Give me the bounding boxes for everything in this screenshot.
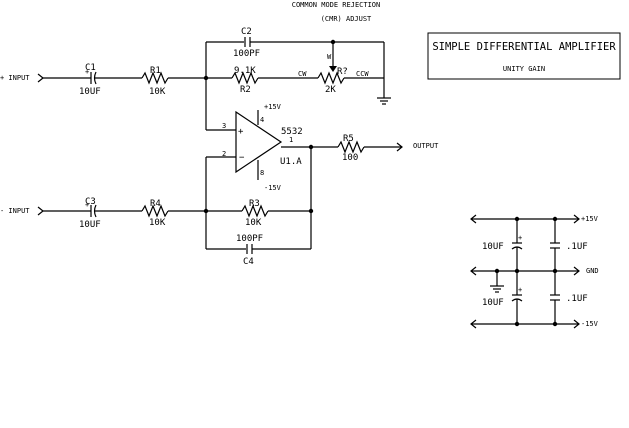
resistor-r2: 9.1K R2 [231, 66, 259, 95]
plus-input-label: + INPUT [0, 74, 30, 82]
r1-value: 10K [149, 87, 166, 97]
title-block: SIMPLE DIFFERENTIAL AMPLIFIER UNITY GAIN [427, 32, 621, 80]
c2-ref: C2 [241, 27, 252, 37]
cap-bot-right-value: .1UF [566, 294, 588, 304]
output-arrow [396, 142, 403, 152]
pot-cw-label: CW [298, 70, 307, 78]
pin-1: 1 [289, 136, 293, 144]
rail-arrow [573, 214, 580, 224]
cmr-network: C2 100PF 9.1K R2 CW W R? 2K CCW [203, 27, 391, 131]
resistor-r1: R1 10K [141, 66, 169, 97]
r5-value: 100 [342, 153, 358, 163]
c3-polarity: + [85, 201, 89, 209]
pin-4: 4 [260, 116, 264, 124]
junction [308, 208, 314, 214]
r3-value: 10K [245, 218, 262, 228]
r3-ref: R3 [249, 199, 260, 209]
wiper-arrow [329, 66, 337, 72]
r2-value: 9.1K [234, 66, 256, 76]
output-label: OUTPUT [413, 142, 439, 150]
output-path: R5 100 OUTPUT [281, 134, 439, 249]
title-text: SIMPLE DIFFERENTIAL AMPLIFIER [432, 41, 616, 53]
minus-input-arrow [37, 206, 44, 216]
potentiometer-cmr: W R? 2K [317, 42, 348, 95]
opamp-part: 5532 [281, 127, 303, 137]
opamp-minus-sign: − [239, 153, 245, 163]
pot-ref: R? [337, 67, 348, 77]
rail-gnd-label: GND [586, 267, 599, 275]
opamp-ref: U1.A [280, 157, 302, 167]
rail-arrow [573, 266, 580, 276]
power-decoupling: +15V GND -15V + 10UF [470, 214, 599, 329]
resistor-r3: R3 10K [241, 199, 269, 228]
r1-ref: R1 [150, 66, 161, 76]
cmr-subheading: (CMR) ADJUST [321, 15, 372, 23]
ground-symbol [490, 285, 504, 293]
cmr-heading: COMMON MODE REJECTION [292, 1, 381, 9]
cap-polarity: + [518, 234, 522, 242]
capacitor-c2: C2 100PF [233, 27, 260, 59]
capacitor-c3: + C3 10UF [79, 197, 101, 230]
opamp-vpos: +15V [264, 103, 282, 111]
cap-top-left-value: 10UF [482, 242, 504, 252]
title-box [427, 32, 621, 80]
c4-ref: C4 [243, 257, 254, 267]
decoupling-cap-bottom-ceramic: .1UF [550, 271, 588, 324]
rail-neg-label: -15V [581, 320, 599, 328]
decoupling-cap-bottom-electrolytic: + 10UF [482, 271, 523, 324]
r2-ref: R2 [240, 85, 251, 95]
c1-value: 10UF [79, 87, 101, 97]
r5-ref: R5 [343, 134, 354, 144]
pot-ccw-label: CCW [356, 70, 369, 78]
capacitor-c4: 100PF C4 [236, 234, 263, 267]
c1-ref: C1 [85, 63, 96, 73]
opamp-plus-sign: + [238, 127, 244, 137]
decoupling-cap-top-electrolytic: + 10UF [482, 219, 523, 271]
decoupling-cap-top-ceramic: .1UF [550, 219, 588, 271]
r4-value: 10K [149, 218, 166, 228]
c2-value: 100PF [233, 49, 260, 59]
plus-input-arrow [37, 73, 44, 83]
cap-top-right-value: .1UF [566, 242, 588, 252]
resistor-r5: R5 100 [337, 134, 365, 163]
pin-8: 8 [260, 169, 264, 177]
pot-wiper-label: W [327, 53, 332, 61]
minus-input-path: - INPUT + C3 10UF R4 10K R3 10K [0, 156, 314, 267]
cap-bot-left-value: 10UF [482, 298, 504, 308]
plus-input-path: + INPUT + C1 10UF R1 10K [0, 63, 206, 97]
capacitor-c1: + C1 10UF [79, 63, 101, 97]
minus-input-label: - INPUT [0, 207, 30, 215]
opamp-u1a: + − 3 2 1 4 +15V 8 -15V 5532 U1.A [222, 103, 303, 192]
r4-ref: R4 [150, 199, 161, 209]
subtitle-text: UNITY GAIN [503, 65, 545, 73]
pin-3: 3 [222, 122, 226, 130]
pin-2: 2 [222, 150, 226, 158]
c1-polarity: + [85, 68, 89, 76]
opamp-triangle [235, 110, 283, 174]
resistor-r4: R4 10K [141, 199, 169, 228]
rail-arrow [573, 319, 580, 329]
c3-ref: C3 [85, 197, 96, 207]
cap-polarity: + [518, 286, 522, 294]
pot-value: 2K [325, 85, 336, 95]
rail-pos-label: +15V [581, 215, 599, 223]
opamp-vneg: -15V [264, 184, 282, 192]
c3-value: 10UF [79, 220, 101, 230]
ground-symbol [377, 97, 391, 105]
c4-value: 100PF [236, 234, 263, 244]
